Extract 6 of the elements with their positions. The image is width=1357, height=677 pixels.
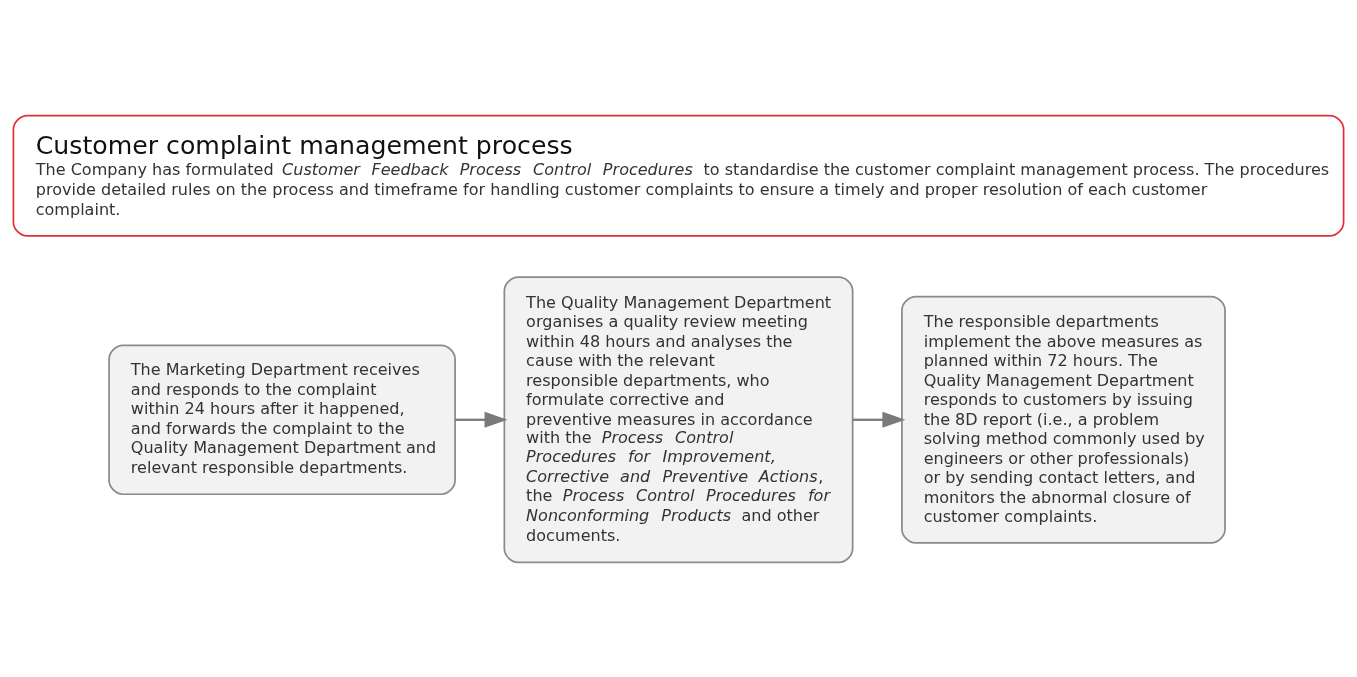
arrow [852, 411, 906, 428]
node-box: The responsible departments implement the above measures as planned within 72 hours. The Quality Management Department responds to customers by issuing the 8D report (i.e., a problem solving method commonly used by engineers or other professionals) or by sending contact letters, and monitors the abnormal closure of customer complaints. [901, 295, 1226, 544]
node-box: The Marketing Department receives and responds to the complaint within 24 hours after it happened, and forwards the complaint to the Quality Management Department and relevant responsible departments. [108, 343, 456, 495]
node-box: The Quality Management Department organises a quality review meeting within 48 hours and analyses the cause with the relevant responsible departments, who formulate corrective and preventive measures in accordance with the Process Control Procedures for Improvement, Corrective and Preventive Actions, the Process Control Procedures for Nonconforming Products and other documents. [503, 275, 854, 563]
node-box: Customer complaint management process The Company has formulated Customer Feedback Process Control Procedures to standardise the customer complaint management process. The procedures provide detailed rules on the process and timeframe for handling customer complaints to ensure a timely and proper resolution of each customer complaint. [12, 114, 1345, 237]
arrow [455, 411, 508, 428]
